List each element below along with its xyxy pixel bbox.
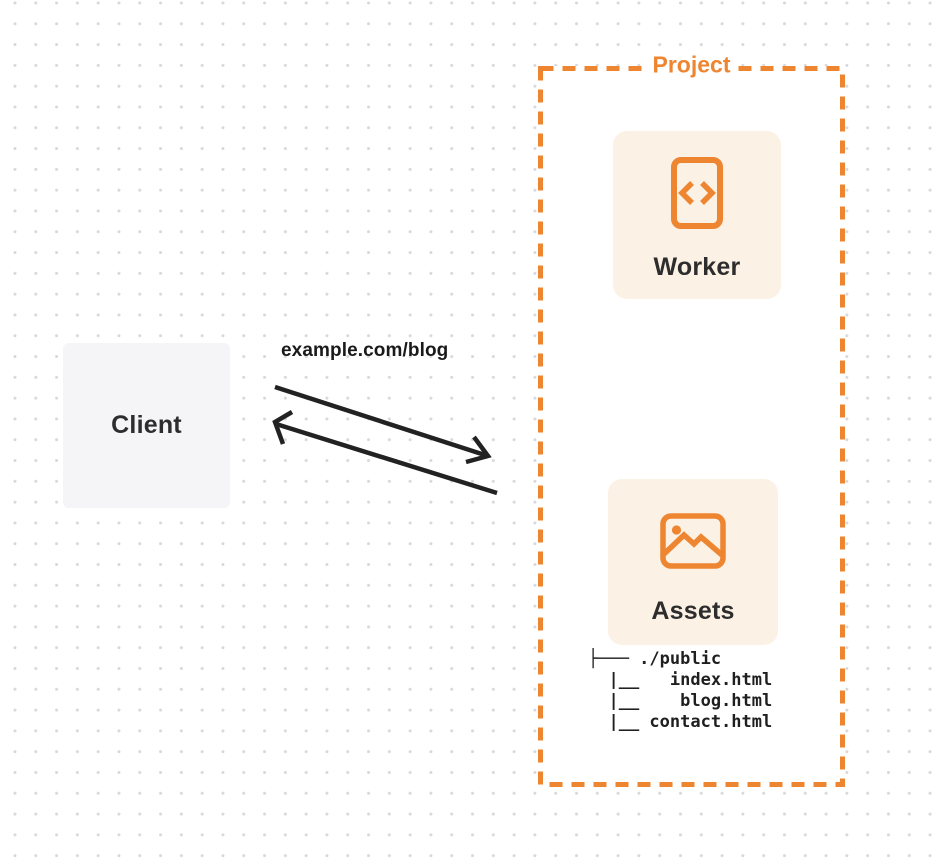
request-arrow bbox=[274, 384, 492, 465]
client-node: Client bbox=[63, 343, 230, 508]
file-tree: ├─── ./public |__ index.html |__ blog.ht… bbox=[588, 649, 773, 732]
client-label: Client bbox=[111, 411, 182, 439]
project-label: Project bbox=[645, 51, 738, 79]
code-icon bbox=[671, 157, 723, 229]
project-container: Project Worker Assets ├─── ./public |__ … bbox=[538, 51, 845, 787]
worker-label: Worker bbox=[653, 253, 741, 281]
request-url-label: example.com/blog bbox=[281, 340, 449, 361]
worker-node: Worker bbox=[613, 131, 781, 299]
project-dashed-border bbox=[538, 66, 845, 787]
assets-label: Assets bbox=[651, 597, 735, 625]
response-arrow bbox=[272, 410, 498, 496]
assets-node: Assets bbox=[608, 479, 778, 645]
request-response-arrows bbox=[272, 384, 498, 496]
image-icon bbox=[660, 513, 726, 569]
